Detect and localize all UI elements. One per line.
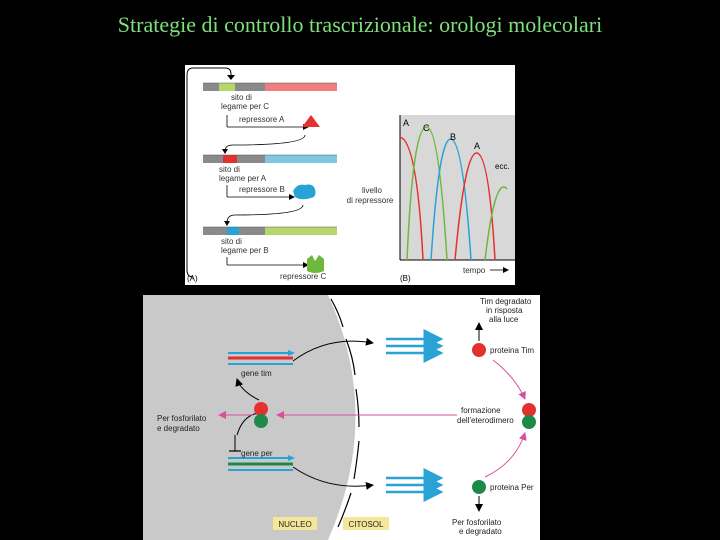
slide-title: Strategie di controllo trascrizionale: o… [117,12,603,37]
curve-c [406,126,448,261]
gene-per [228,455,295,471]
per-dimer-icon [522,415,536,429]
repressor-c-label: repressore C [280,272,326,281]
top-figure: sito di legame per C repressore A sito d… [185,65,515,285]
curve-label-a1: A [403,118,409,128]
curve-b [430,138,472,261]
curve-c-2 [484,186,508,261]
cytosol-label: CITOSOL [349,520,385,529]
panel-a: sito di legame per C repressore A sito d… [186,67,337,283]
repressor-b-label: repressore B [239,185,285,194]
panel-a-label: (A) [187,274,198,283]
curve-label-b: B [450,132,456,142]
tim-nuclear-icon [254,402,268,416]
gene-per-label: gene per [241,449,273,458]
curve-a-2 [454,152,496,261]
tim-degraded-2: in risposta [486,306,523,315]
dna-strand-1 [203,82,337,91]
mrna-tim [386,329,444,363]
site-label-1b: legame per C [221,102,269,111]
nucleus-tag [273,517,317,530]
feedback-arrow-1 [193,67,232,77]
bottom-figure: gene tim gene per Per fosforilato e degr… [143,295,540,540]
site-label-2b: legame per A [219,174,267,183]
panel-b: livello di repressore A C B A ecc. tempo… [347,115,515,283]
dna-strand-3 [203,226,337,235]
nucleus-region [143,295,356,540]
y-label-1: livello [362,186,383,195]
repressor-c-icon [307,255,324,273]
per-nuclear-icon [254,414,268,428]
tim-dimer-icon [522,403,536,417]
curve-label-a2: A [474,141,480,151]
per-phos-nuc-2: e degradato [157,424,200,433]
heterodimer-1: formazione [461,406,501,415]
x-label: tempo [463,266,486,275]
gene-tim-label: gene tim [241,369,272,378]
tim-protein-icon [472,343,486,357]
tim-degraded-3: alla luce [489,315,519,324]
dna-strand-2 [203,154,337,163]
repressor-b-icon [293,184,316,200]
nucleus-label: NUCLEO [278,520,311,529]
site-label-1a: sito di [231,93,252,102]
per-protein-label: proteina Per [490,483,534,492]
cytosol-tag [343,517,389,530]
site-label-3b: legame per B [221,246,269,255]
site-label-3a: sito di [221,237,242,246]
per-protein-icon [472,480,486,494]
per-phos-cyt-1: Per fosforilato [452,518,502,527]
tim-degraded-1: Tim degradato [480,297,532,306]
repressor-a-icon [302,115,320,127]
per-phos-cyt-2: e degradato [459,527,502,536]
site-label-2a: sito di [219,165,240,174]
tim-protein-label: proteina Tim [490,346,534,355]
heterodimer-2: dell'eterodimero [457,416,514,425]
nuclear-envelope [330,298,360,528]
curve-label-c: C [423,123,430,133]
y-label-2: di repressore [347,196,394,205]
per-phos-nuc-1: Per fosforilato [157,414,207,423]
curve-label-ecc: ecc. [495,162,510,171]
mrna-per [386,468,444,502]
panel-b-label: (B) [400,274,411,283]
gene-tim [228,350,295,365]
repressor-a-label: repressore A [239,115,285,124]
